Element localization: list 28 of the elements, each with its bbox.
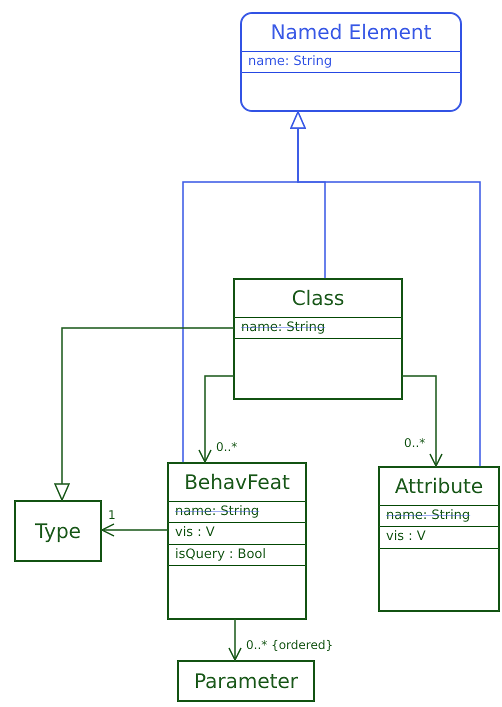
class-box — [378, 466, 500, 612]
multiplicity-label: 0..* — [214, 440, 240, 454]
attribute-text: isQuery : Bool — [175, 546, 266, 563]
multiplicity-label: 0..* — [402, 436, 428, 450]
association-arrow — [228, 620, 242, 661]
attribute-text: vis : V — [386, 529, 426, 546]
class-name: Type — [35, 518, 81, 544]
class-name: Attribute — [394, 474, 484, 499]
attribute-text: name: String — [386, 508, 470, 524]
class-box — [14, 500, 102, 562]
multiplicity-label: 1 — [106, 508, 118, 522]
class-box — [233, 278, 403, 400]
association-arrow — [403, 375, 443, 467]
class-name: BehavFeat — [184, 470, 290, 495]
association-arrow — [198, 375, 233, 463]
class-box — [177, 660, 315, 702]
generalization-arrow — [290, 111, 481, 466]
attribute-text: name: String — [248, 54, 332, 70]
association-arrow — [101, 523, 167, 537]
attribute-text: name: String — [241, 320, 326, 336]
class-box — [240, 12, 462, 112]
class-box — [167, 462, 307, 620]
class-name: Parameter — [194, 668, 298, 694]
attribute-text: name: String — [175, 504, 260, 520]
generalization-arrow — [54, 327, 233, 501]
class-name: Named Element — [270, 20, 432, 45]
attribute-text: vis : V — [175, 525, 215, 542]
class-name: Class — [292, 286, 344, 311]
